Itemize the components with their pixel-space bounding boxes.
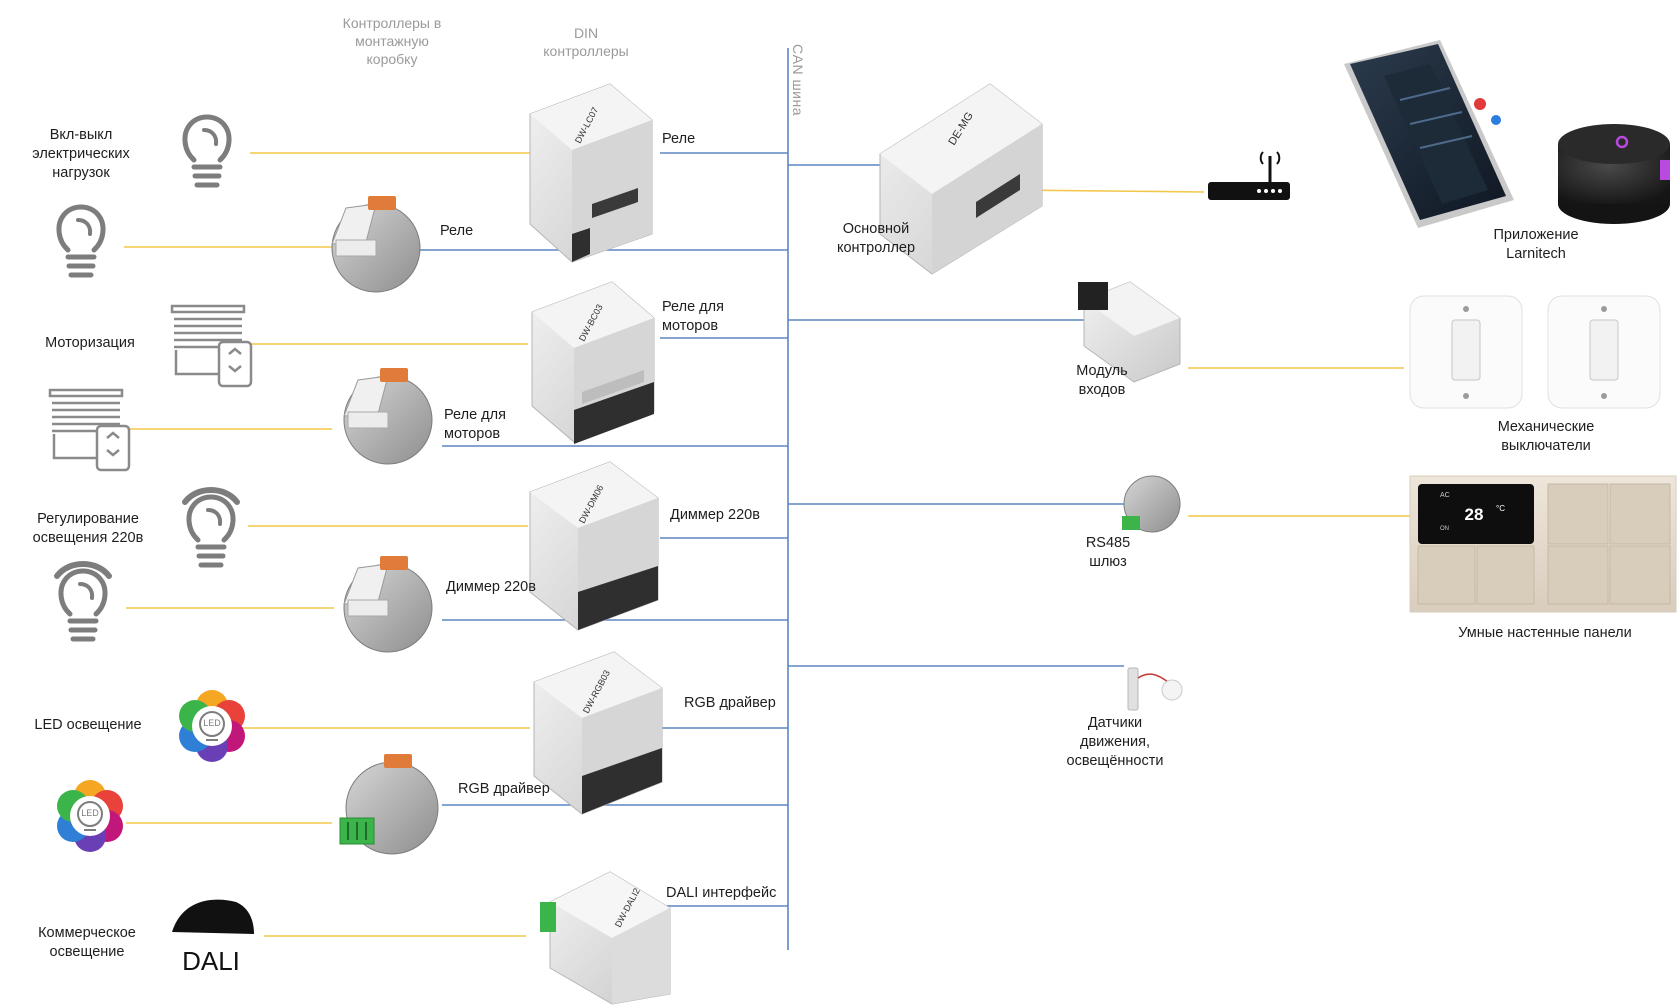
box-dimmer-controller <box>343 556 433 653</box>
router-icon <box>1208 151 1290 200</box>
din-motor-controller: DW-BC03 <box>531 281 655 444</box>
box-relay-controller <box>331 196 421 293</box>
category-on-off: Вкл-выкл электрических нагрузок <box>32 127 130 181</box>
label-rgb-din: RGB драйвер <box>684 695 776 711</box>
led-flower-icon <box>57 780 123 852</box>
panel-mode: AC <box>1440 492 1450 499</box>
bulb-icon <box>56 204 106 278</box>
dimmable-bulb-icon <box>54 561 112 642</box>
label-main-controller: Основной контроллер <box>836 221 916 256</box>
box-motor-controller <box>343 368 433 465</box>
motion-sensor <box>1127 667 1183 711</box>
dali-logo: DALI <box>172 899 254 976</box>
bulb-icon <box>182 114 232 188</box>
mechanical-switch <box>1409 295 1523 409</box>
smart-speaker-icon <box>1558 124 1670 224</box>
led-badge: LED <box>81 808 99 818</box>
label-switches: Механические выключатели <box>1497 419 1595 454</box>
label-dali-din: DALI интерфейс <box>666 885 777 901</box>
label-motor-din: Реле для моторов <box>662 299 724 334</box>
din-rgb-controller: DW-RGB03 <box>533 651 663 815</box>
label-dimmer-din: Диммер 220в <box>670 507 760 523</box>
yellow-connection-lines <box>124 152 1410 937</box>
category-dimming: Регулирование освещения 220в <box>32 511 144 546</box>
can-bus-label: CAN шина <box>790 44 806 117</box>
label-rs485: RS485 шлюз <box>1085 535 1131 570</box>
category-led: LED освещение <box>34 717 142 733</box>
led-flower-icon <box>179 690 245 762</box>
blue-can-lines <box>416 48 1124 950</box>
label-sensors: Датчики движения, освещённости <box>1066 715 1164 769</box>
dali-logo-text: DALI <box>182 946 240 976</box>
header-din-controllers: DIN контроллеры <box>543 25 629 59</box>
led-badge: LED <box>203 718 221 728</box>
panel-on: ON <box>1440 526 1449 532</box>
label-dimmer-box: Диммер 220в <box>446 579 536 595</box>
tablet-app <box>1344 40 1514 228</box>
blinds-motor-icon <box>170 304 253 388</box>
input-module <box>1078 281 1181 383</box>
label-relay-din: Реле <box>662 131 696 147</box>
box-rgb-controller <box>339 754 439 855</box>
panel-unit: °C <box>1496 504 1505 513</box>
dimmable-bulb-icon <box>182 487 240 568</box>
label-app: Приложение Larnitech <box>1493 227 1579 262</box>
blinds-motor-icon <box>48 388 131 472</box>
label-panels: Умные настенные панели <box>1458 625 1632 641</box>
header-box-controllers: Контроллеры в монтажную коробку <box>342 15 442 67</box>
label-input-module: Модуль входов <box>1076 363 1128 398</box>
category-motor: Моторизация <box>45 335 135 351</box>
din-dali-controller: DW-DALI2 <box>540 871 671 1005</box>
category-commercial: Коммерческое освещение <box>38 925 136 960</box>
mechanical-switch <box>1547 295 1661 409</box>
label-rgb-box: RGB драйвер <box>458 781 550 797</box>
main-controller: DE-MG <box>879 83 1043 275</box>
din-dimmer-controller: DW-DM06 <box>529 461 659 631</box>
label-motor-box: Реле для моторов <box>444 407 506 442</box>
panel-temp: 28 <box>1465 505 1484 524</box>
rs485-gateway <box>1122 475 1181 533</box>
label-relay-box: Реле <box>440 223 474 239</box>
smart-wall-panel: 28 °C AC ON <box>1409 475 1677 613</box>
din-relay-controller: DW-LC07 <box>529 83 653 263</box>
